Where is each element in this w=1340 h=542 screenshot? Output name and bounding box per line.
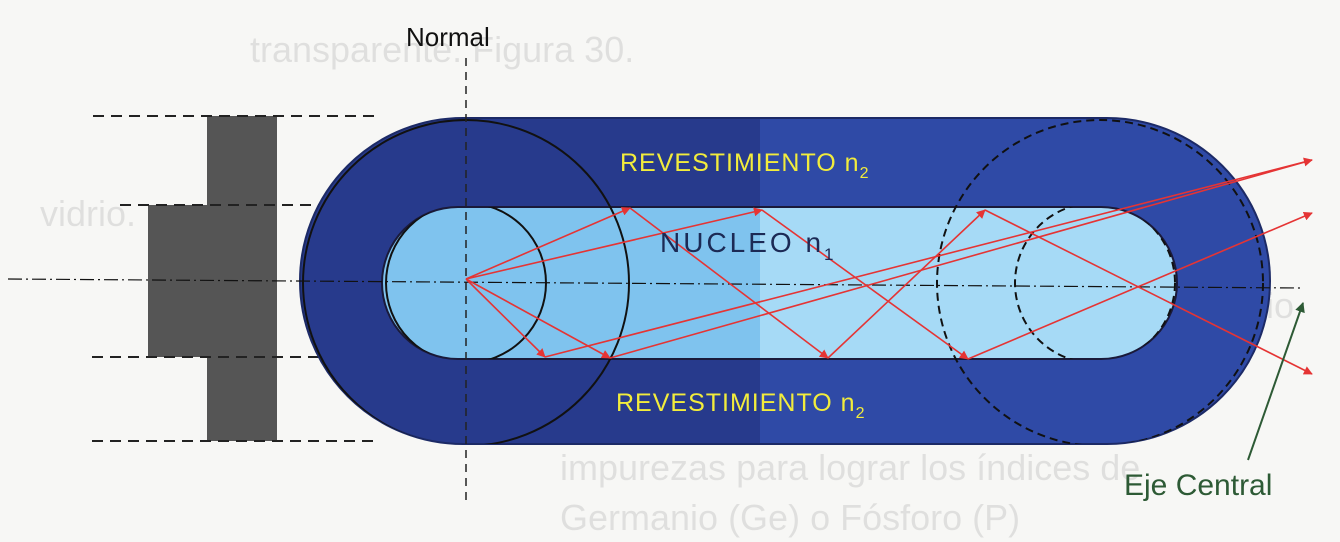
ray-2-segment-1 [465,207,763,280]
ray-3-segment-1 [465,278,546,358]
ghost-line-2: vidrio. [40,193,136,234]
ghost-line-1: transparente. Figura 30. [250,29,634,70]
ray-1-segment-3 [827,209,986,359]
ray-3-exit [544,157,1313,358]
light-source [148,116,277,441]
core-label: NUCLEO n1 [660,227,837,264]
ray-4-exit [609,159,1313,359]
core-outline [381,206,1178,360]
ghost-line-5: Germanio (Ge) o Fósforo (P) [560,497,1020,538]
ray-4-segment-1 [465,278,611,359]
right-cap-inner-circle [1014,207,1176,359]
normal-label: Normal [406,22,490,52]
ray-2-exit [967,212,1313,360]
ghost-line-4: impurezas para lograr los índices de [560,447,1140,488]
ray-2-segment-2 [761,209,969,360]
ray-1-segment-1 [465,207,631,280]
light-rays [465,157,1313,375]
central-axis-label: Eje Central [1124,469,1272,502]
axis-pointer-arrow [1247,302,1305,461]
right-cap-outer-circle [936,119,1264,444]
cladding-top-label: REVESTIMIENTO n2 [620,149,870,182]
cladding-bottom-label: REVESTIMIENTO n2 [616,389,866,422]
bleed-through-text: transparente. Figura 30. vidrio. de Sili… [40,29,1294,538]
core-right-shade [760,207,1177,359]
